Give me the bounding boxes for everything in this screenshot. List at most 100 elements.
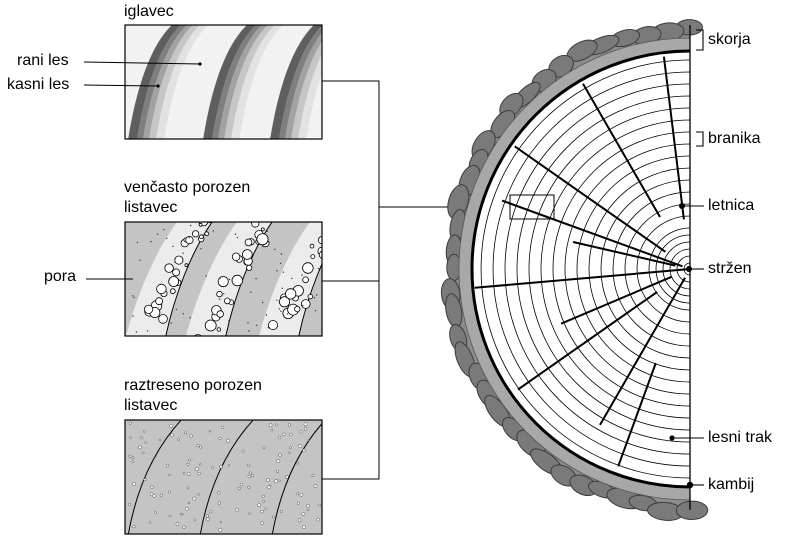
texture-dot: [240, 284, 242, 286]
detail-box: [509, 194, 555, 220]
small-pore: [311, 474, 315, 477]
pore: [174, 255, 184, 265]
small-pore: [260, 521, 264, 525]
texture-dot: [182, 313, 184, 315]
ring-porous-panel: [124, 221, 330, 337]
wood-ray: [572, 241, 676, 267]
texture-dot: [317, 267, 320, 270]
small-pore: [303, 422, 308, 427]
softwood-band: [218, 25, 269, 139]
small-pore: [206, 517, 210, 521]
texture-dot: [156, 233, 159, 235]
small-pore: [276, 459, 281, 464]
softwood-band: [212, 25, 263, 139]
small-pore: [184, 506, 189, 511]
small-pore: [247, 485, 251, 489]
small-pore: [158, 438, 162, 442]
small-pore: [234, 507, 239, 512]
small-pore: [182, 472, 186, 475]
wood-ray-dot: [669, 435, 675, 441]
growth-ring: [576, 155, 691, 383]
growth-ring: [624, 203, 691, 335]
small-pore: [296, 492, 299, 496]
small-pore: [143, 478, 147, 482]
small-pore: [296, 501, 300, 505]
small-pore: [248, 512, 251, 515]
texture-dot: [166, 237, 168, 239]
growth-ring: [648, 227, 691, 311]
texture-dot: [132, 315, 134, 317]
pore: [256, 233, 269, 246]
small-pore: [280, 509, 283, 513]
pore: [325, 256, 330, 261]
pore: [246, 264, 253, 271]
pore: [193, 335, 199, 336]
softwood-band: [224, 25, 276, 139]
small-pore: [211, 466, 214, 469]
small-pore: [197, 493, 200, 496]
small-pore: [209, 510, 213, 514]
small-pore: [218, 527, 223, 532]
pore: [216, 310, 224, 318]
pore: [323, 250, 329, 256]
small-pore: [159, 493, 163, 497]
small-pore: [262, 500, 265, 503]
growth-ring: [600, 179, 691, 359]
texture-dot: [280, 310, 282, 312]
pore: [267, 320, 278, 331]
softwood-title: iglavec: [124, 3, 174, 20]
small-pore: [248, 471, 252, 475]
texture-dot: [276, 270, 278, 272]
wood-ray: [560, 275, 672, 325]
texture-dot: [265, 314, 268, 316]
ring-boundary: [199, 420, 254, 534]
pore: [302, 276, 309, 284]
wood-ray: [582, 83, 661, 218]
diffuse-porous-title-line1: raztreseno porozen: [124, 377, 262, 394]
small-pore: [271, 515, 275, 519]
small-pore: [266, 478, 270, 482]
small-pore: [128, 421, 132, 425]
small-pore: [217, 501, 222, 505]
small-pore: [179, 513, 183, 516]
pore: [185, 236, 194, 245]
small-pore: [132, 481, 136, 486]
growth-ring: [612, 191, 691, 347]
texture-dot: [189, 317, 191, 319]
small-pore: [316, 517, 320, 522]
softwood-band: [149, 25, 201, 139]
texture-dot: [301, 274, 303, 276]
texture-dot: [163, 228, 165, 231]
pore: [169, 288, 176, 295]
small-pore: [150, 485, 154, 489]
small-pore: [131, 460, 135, 464]
texture-dot: [278, 308, 280, 310]
softwood-band: [128, 25, 182, 139]
growth-ring: [504, 83, 691, 455]
small-pore: [132, 525, 136, 529]
growth-ring: [655, 234, 691, 304]
pore: [144, 304, 154, 314]
texture-dot: [146, 330, 149, 332]
small-pore: [246, 464, 250, 467]
growth-ring: [480, 59, 691, 479]
ring-boundary: [271, 422, 322, 534]
pore: [184, 263, 189, 268]
small-pore: [306, 503, 310, 508]
small-pore: [140, 436, 143, 440]
pore-label: pora: [44, 268, 77, 285]
texture-dot: [255, 238, 258, 241]
small-pore: [168, 514, 172, 518]
texture-dot: [279, 262, 282, 265]
small-pore: [170, 433, 174, 437]
pore: [302, 262, 314, 274]
small-pore: [129, 436, 132, 439]
small-pore: [165, 463, 170, 468]
small-pore: [278, 435, 282, 439]
cambium-dot: [686, 481, 694, 489]
softwood-panel: [124, 24, 323, 140]
ring-porous-title-line1: venčasto porozen: [124, 179, 251, 196]
latewood-boundary: [225, 222, 273, 336]
small-pore: [241, 449, 245, 453]
